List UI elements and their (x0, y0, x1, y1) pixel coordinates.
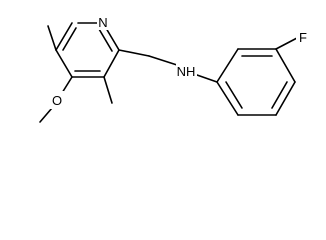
bond-ar3-ar4 (275, 48, 296, 83)
bond-ar4-ar5 (275, 81, 296, 116)
methoxy-bond-c4-o (61, 76, 73, 94)
label-bg-o-methoxy (50, 91, 64, 109)
bond-nh-ar (196, 74, 218, 83)
bond-c2-c3 (103, 49, 120, 78)
bond-ar6-ar1-inner (225, 81, 243, 109)
bond-c5-c6 (55, 22, 73, 51)
atom-label-nh: NH (177, 64, 196, 79)
chemical-structure: N O NH F (39, 14, 310, 123)
bond-c2-ch2 (118, 49, 150, 57)
bond-ar4-ar5-inner (271, 81, 288, 109)
bond-n1-c2-inner (98, 28, 113, 52)
bond-ar3-f (275, 37, 298, 50)
atom-label-f: F (299, 30, 307, 45)
pyridine-ring (55, 22, 120, 78)
atom-labels: N O NH F (50, 14, 310, 109)
methyl-bond-bottom (103, 76, 113, 104)
bond-c4-c5 (55, 49, 73, 78)
bond-ch2-nh (148, 55, 178, 66)
label-bg-n-pyridine (97, 14, 110, 30)
bond-ar6-ar1 (216, 81, 239, 116)
methoxy-bond-o-ch3 (39, 107, 53, 123)
fluorophenyl-ring (196, 37, 298, 116)
label-bg-f (296, 29, 310, 46)
bond-c5-c6-inner (62, 27, 77, 51)
methyl-bond-top (47, 25, 57, 51)
pyridine-substituents (39, 25, 178, 123)
bond-ar1-ar2 (216, 48, 239, 83)
atom-label-n-pyridine: N (98, 15, 107, 30)
atom-label-o-methoxy: O (52, 93, 62, 108)
label-bg-nh (176, 63, 197, 80)
